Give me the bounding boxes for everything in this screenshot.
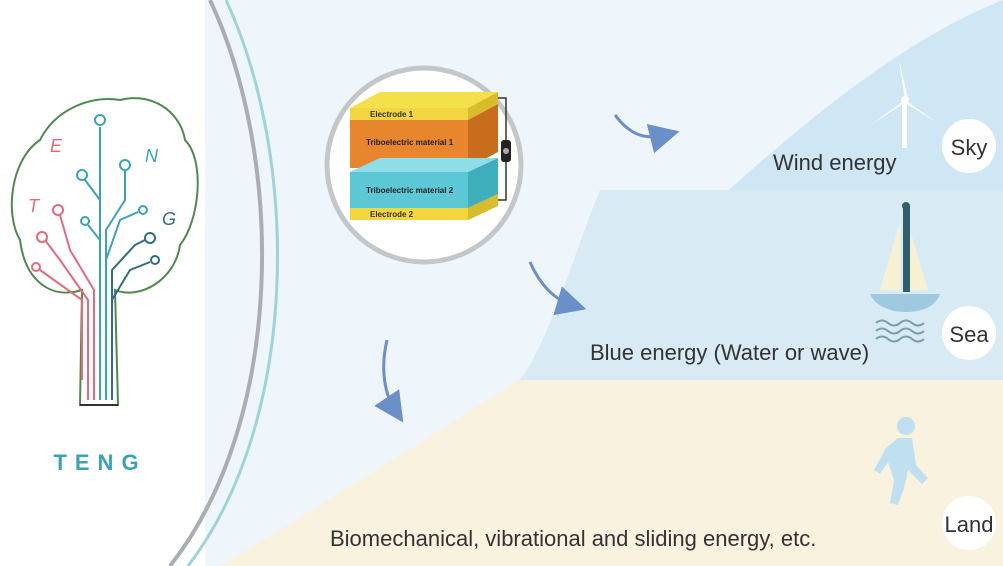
blue-energy-label: Blue energy (Water or wave) [590,340,869,365]
walking-person-icon [874,417,928,505]
material-2-label: Triboelectric material 2 [366,186,454,195]
teng-device [350,92,511,220]
teng-tree [10,97,199,406]
waves-icon [875,319,925,343]
tree-outline [10,97,199,406]
arrow-to-sky [613,114,680,154]
divider-arc [168,0,265,566]
wind-turbine-icon [872,60,936,148]
electrode-1-label: Electrode 1 [370,110,414,119]
tree-letter-g: G [162,209,176,229]
land-label: Land [945,512,994,537]
wind-energy-label: Wind energy [773,150,897,175]
material-1-label: Triboelectric material 1 [366,138,454,147]
land-zone [220,380,1003,566]
sky-label: Sky [951,135,988,160]
arrow-to-sea [528,261,587,316]
sailboat-icon [870,202,940,312]
electrode-2-label: Electrode 2 [370,210,414,219]
tree-letter-t: T [28,196,41,216]
tree-caption: TENG [53,450,146,475]
sea-badge [942,306,996,360]
tree-letter-e: E [50,136,63,156]
bio-energy-label: Biomechanical, vibrational and sliding e… [330,526,816,551]
sea-label: Sea [949,322,989,347]
arrow-to-land [374,339,404,423]
sky-badge [942,119,996,173]
divider-arc-inner [186,0,279,566]
land-badge [942,496,996,550]
sea-zone [520,190,1003,380]
tree-letter-n: N [145,146,159,166]
